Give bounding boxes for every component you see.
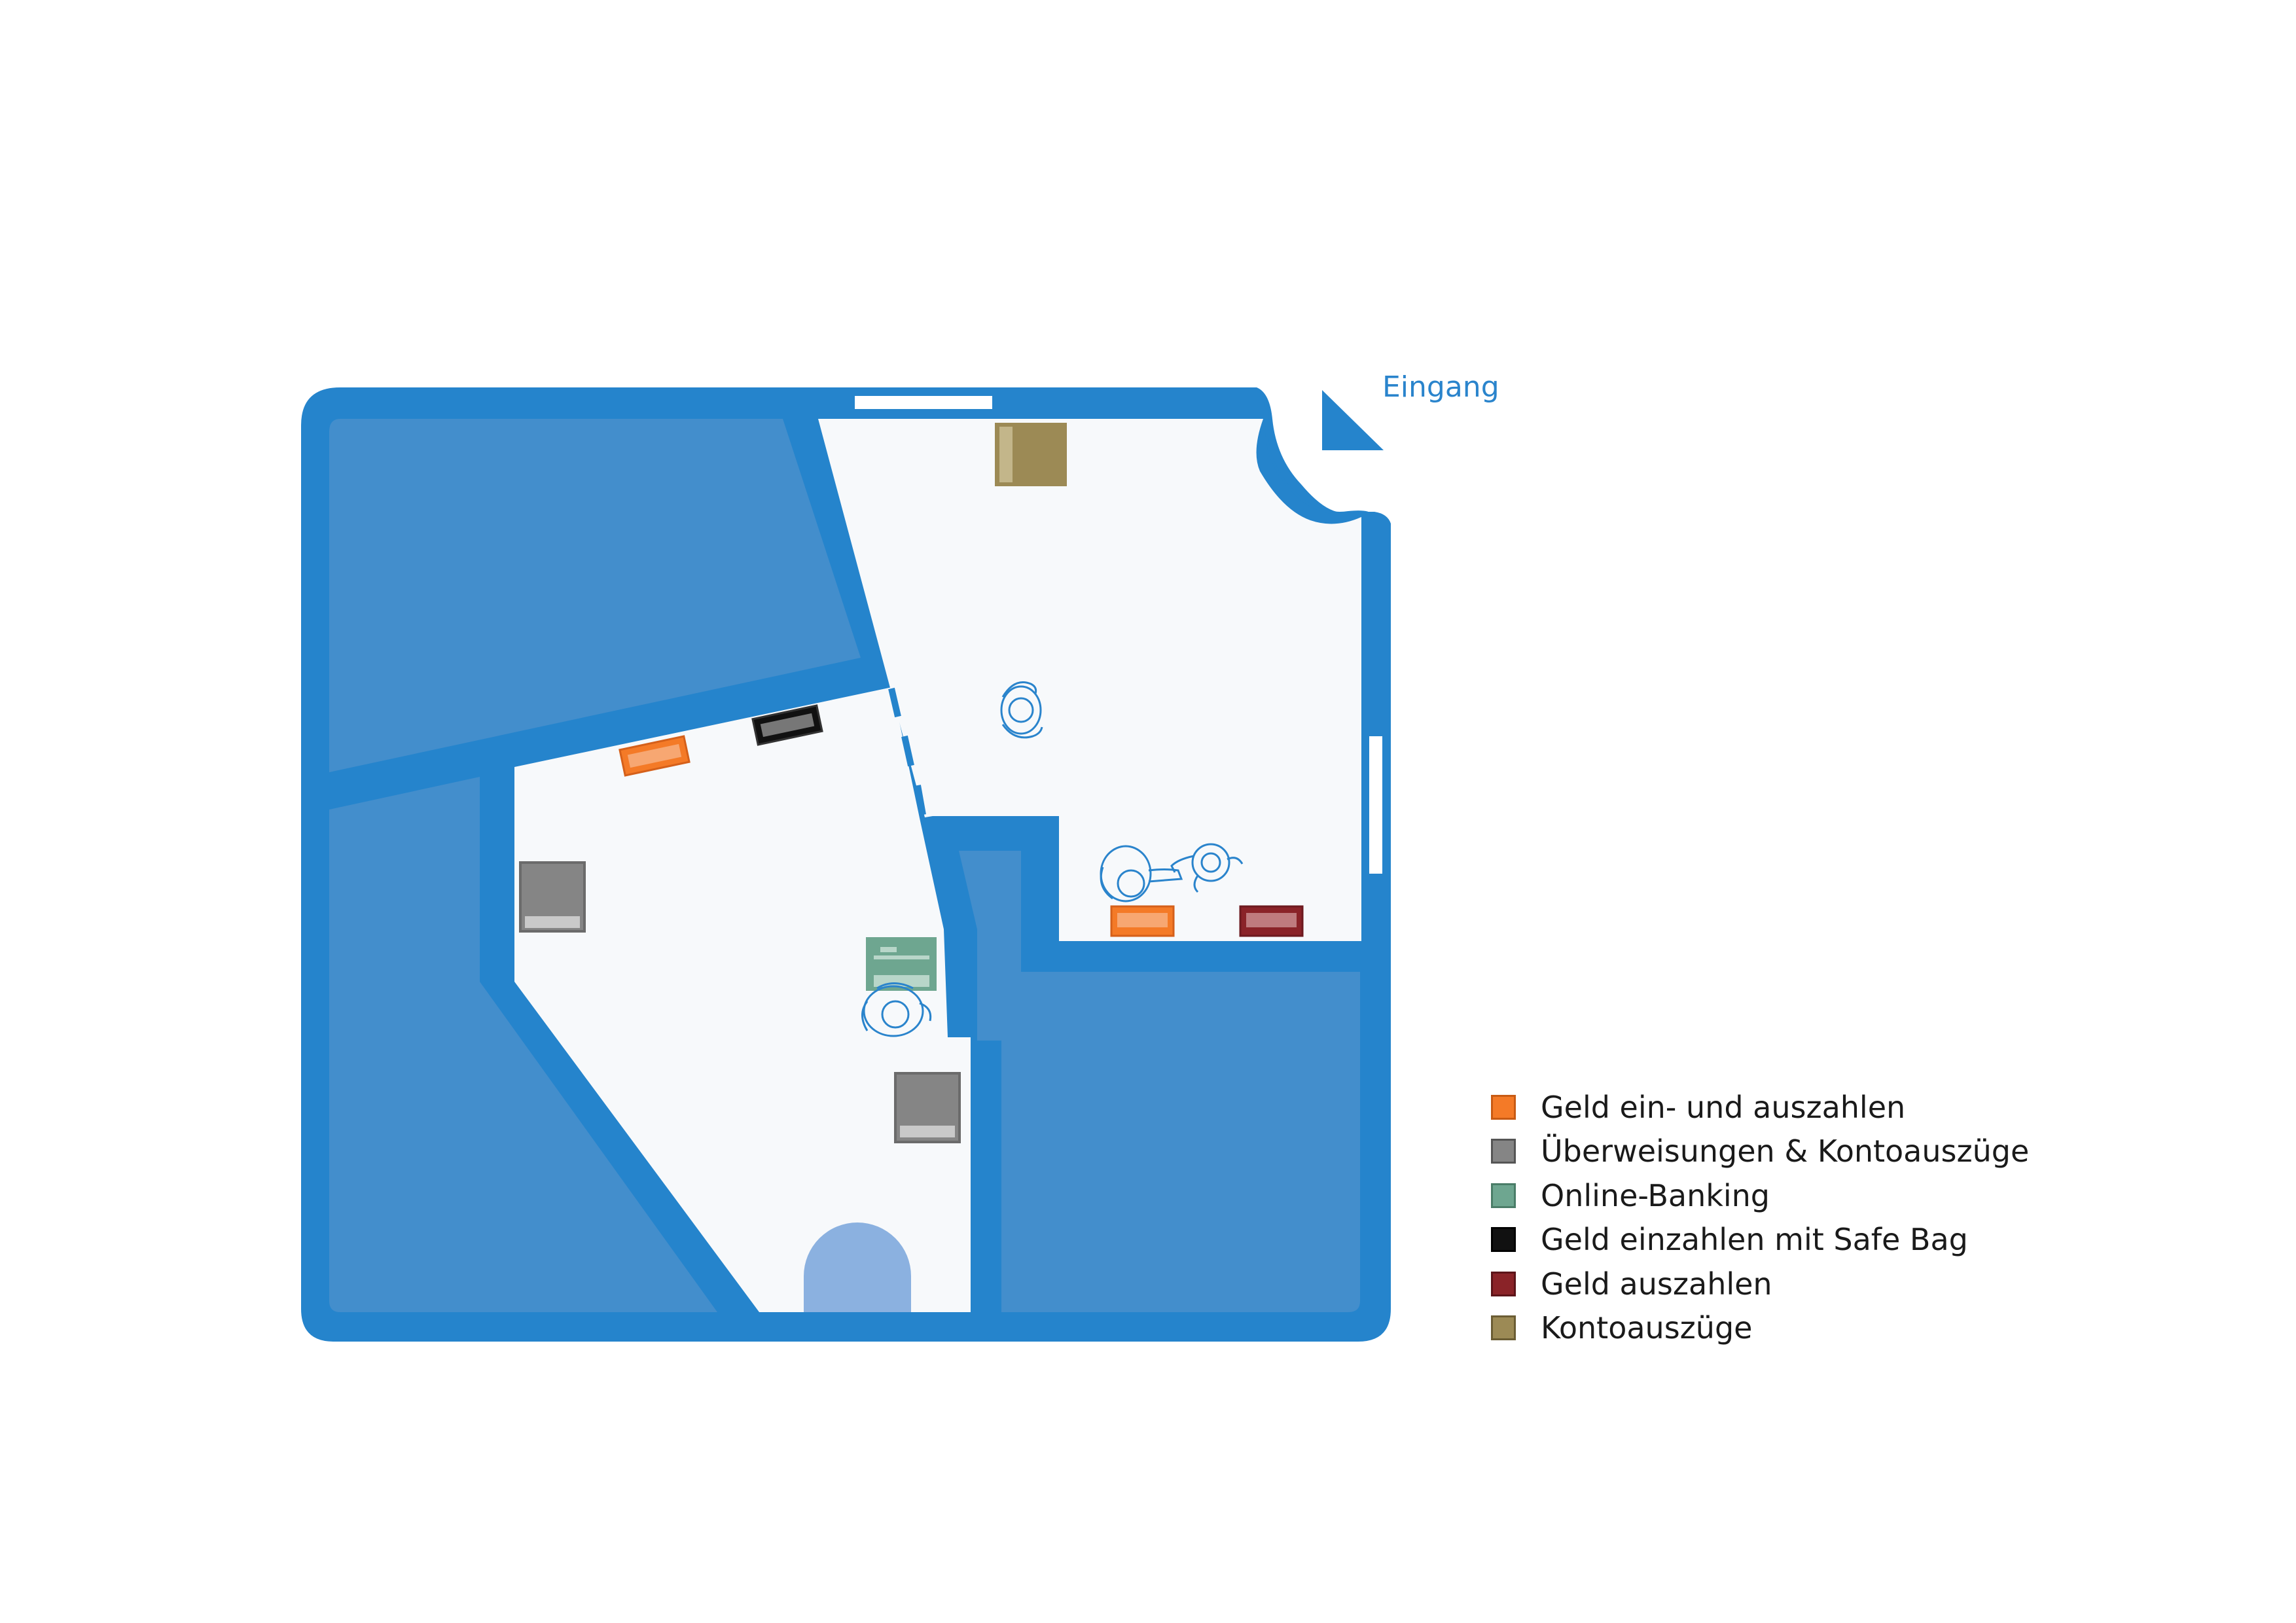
machine-safe-bag-screen — [760, 713, 815, 738]
machine-cash-right-screen — [1117, 913, 1168, 927]
legend-swatch — [1491, 1183, 1516, 1208]
legend-item: Online-Banking — [1491, 1173, 2029, 1218]
legend-label: Geld ein- und auszahlen — [1541, 1089, 1906, 1125]
entrance-wall-curve — [1255, 391, 1372, 516]
legend-swatch — [1491, 1315, 1516, 1341]
legend-item: Überweisungen & Kontoauszüge — [1491, 1130, 2029, 1174]
legend-swatch — [1491, 1271, 1516, 1296]
legend-item: Geld ein- und auszahlen — [1491, 1085, 2029, 1130]
window-top — [855, 396, 992, 409]
legend-label: Geld einzahlen mit Safe Bag — [1541, 1222, 1968, 1258]
legend-item: Geld einzahlen mit Safe Bag — [1491, 1218, 2029, 1262]
legend-label: Online-Banking — [1541, 1177, 1770, 1213]
terminal-online-banking-detail-2 — [874, 955, 929, 959]
legend-item: Kontoauszüge — [1491, 1306, 2029, 1351]
entrance-arrow-icon — [1322, 390, 1384, 450]
machine-cash-left-screen — [627, 743, 682, 768]
person-icon — [1000, 681, 1043, 739]
legend-label: Geld auszahlen — [1541, 1266, 1772, 1302]
legend: Geld ein- und auszahlen Überweisungen & … — [1491, 1085, 2029, 1350]
machine-withdraw-screen — [1246, 913, 1297, 927]
legend-swatch — [1491, 1139, 1516, 1164]
legend-label: Überweisungen & Kontoauszüge — [1541, 1133, 2030, 1169]
machine-transfer-left-panel — [525, 916, 580, 928]
entrance-label: Eingang — [1382, 370, 1499, 404]
floor-left-room — [514, 687, 971, 1312]
machine-kontoauszuege-panel — [999, 427, 1013, 482]
terminal-online-banking-detail-1 — [880, 947, 897, 952]
arch — [804, 1222, 911, 1312]
legend-label: Kontoauszüge — [1541, 1310, 1753, 1346]
person-icon — [1170, 843, 1244, 893]
blocked-area-top-left — [329, 419, 861, 772]
legend-swatch — [1491, 1227, 1516, 1253]
machine-transfer-bottom-panel — [900, 1126, 955, 1137]
window-right — [1369, 736, 1382, 874]
legend-item: Geld auszahlen — [1491, 1262, 2029, 1306]
person-icon — [861, 982, 932, 1037]
legend-swatch — [1491, 1094, 1516, 1120]
blocked-area-bottom-left — [329, 777, 717, 1312]
person-icon — [1100, 845, 1183, 902]
doorway-dashes — [888, 687, 926, 815]
blocked-area-bottom-right — [959, 851, 1360, 1312]
floor-main-hall — [818, 419, 1361, 941]
